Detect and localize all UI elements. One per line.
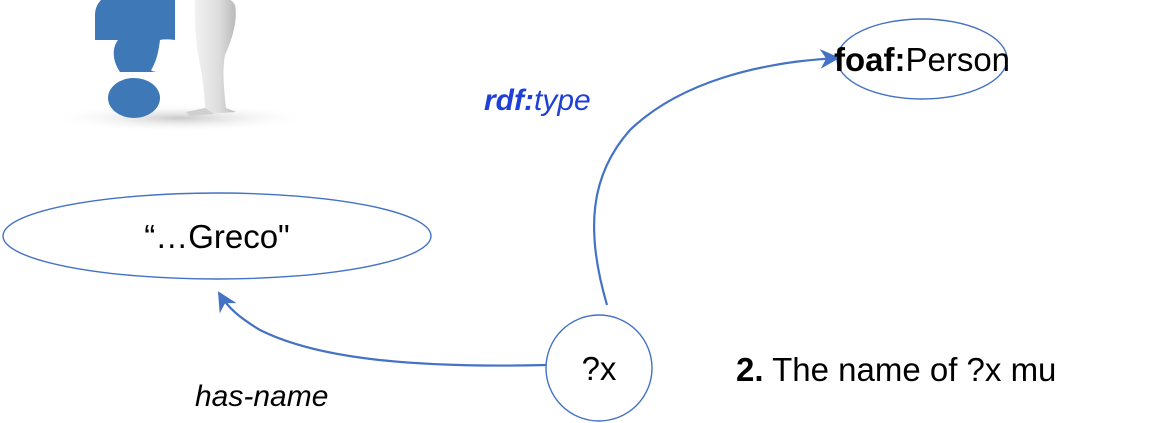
greco-literal-label: “…Greco" [144, 218, 290, 255]
rdf-type-edge [593, 49, 840, 306]
variable-x-label: ?x [582, 350, 617, 387]
foaf-colon: : [894, 41, 905, 78]
foaf-person-node: foaf:Person [834, 18, 1010, 100]
rdf-prefix: rdf: [484, 84, 534, 117]
step-number: 2. [736, 351, 764, 388]
step-text: The name of ?x mu [764, 351, 1057, 388]
person-class-name: Person [905, 41, 1010, 78]
svg-text:foaf:Person: foaf:Person [834, 41, 1010, 78]
question-mark-person-icon [50, 0, 310, 132]
step-note: 2. The name of ?x mu [736, 351, 1056, 388]
type-name: type [534, 84, 591, 117]
variable-x-node: ?x [545, 314, 653, 422]
foaf-prefix: foaf [834, 41, 896, 78]
has-name-edge [217, 291, 548, 367]
rdf-type-label: rdf:type [484, 84, 591, 117]
greco-literal-node: “…Greco" [2, 192, 432, 280]
has-name-label: has-name [195, 380, 328, 413]
